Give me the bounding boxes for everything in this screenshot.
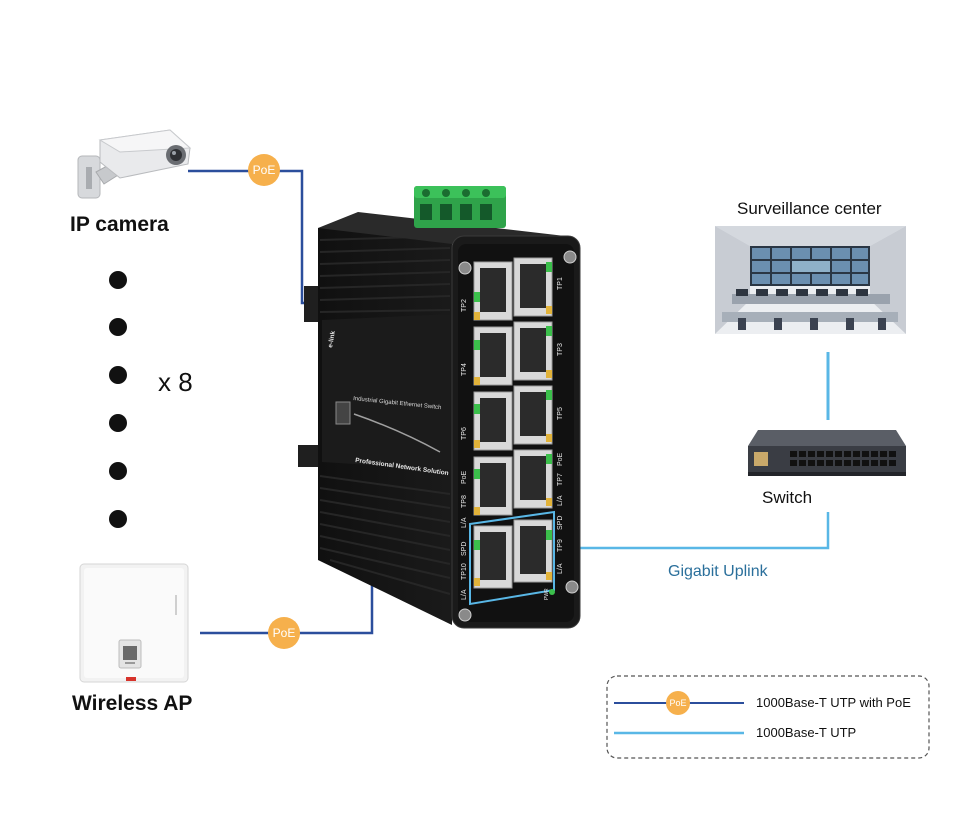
label-la-left-1: L/A [461, 517, 468, 528]
label-tp8: TP8 [461, 495, 468, 508]
din-clip-bottom [298, 445, 320, 467]
port-tp1[interactable] [513, 257, 553, 317]
port-tp2[interactable] [473, 261, 513, 321]
label-tp1: TP1 [557, 277, 564, 290]
surveillance-center-icon [715, 226, 906, 334]
legend-poe-line-label: 1000Base-T UTP with PoE [756, 695, 911, 710]
port-tp5[interactable] [513, 385, 553, 445]
uplink-line [550, 512, 830, 550]
switch-logo-icon [335, 401, 351, 425]
port-tp4[interactable] [473, 326, 513, 386]
label-la-left-2: L/A [461, 589, 468, 600]
rj45-ports [473, 257, 553, 589]
label-tp9: TP9 [557, 539, 564, 552]
din-clip-top [304, 286, 318, 322]
label-tp3: TP3 [557, 343, 564, 356]
wireless-ap-icon [79, 563, 189, 683]
switch-brand: e-link [327, 330, 337, 348]
legend-utp-line-label: 1000Base-T UTP [756, 725, 856, 740]
ap-poe-badge: PoE [268, 617, 300, 649]
wireless-ap-label: Wireless AP [72, 692, 192, 715]
camera-poe-badge-label: PoE [253, 163, 276, 177]
port-tp3[interactable] [513, 321, 553, 381]
legend: PoE 1000Base-T UTP with PoE 1000Base-T U… [606, 675, 930, 759]
switch-brand-text: e-link [327, 330, 337, 348]
label-tp4: TP4 [461, 363, 468, 376]
industrial-switch: e-link Industrial Gigabit Ethernet Switc… [298, 186, 581, 629]
pwr-led-icon [549, 589, 555, 595]
label-spd-right: SPD [557, 516, 564, 530]
legend-poe-badge [666, 691, 690, 715]
surveillance-center-label: Surveillance center [737, 199, 882, 218]
label-poe-right: PoE [557, 452, 564, 466]
port-tp7[interactable] [513, 449, 553, 509]
label-tp6: TP6 [461, 427, 468, 440]
power-terminal-block [414, 186, 506, 228]
gigabit-uplink-label: Gigabit Uplink [668, 563, 769, 580]
label-poe-left: PoE [461, 470, 468, 484]
legend-poe-badge-label: PoE [669, 698, 686, 708]
label-spd-left: SPD [461, 542, 468, 556]
port-labels: TP2 TP4 TP6 PoE TP8 L/A SPD TP10 L/A TP1… [461, 277, 564, 600]
ip-camera-label: IP camera [70, 213, 169, 236]
network-switch-icon [748, 430, 906, 476]
switch-label: Switch [762, 488, 812, 507]
label-pwr: PWR [544, 588, 550, 600]
camera-poe-badge: PoE [248, 154, 280, 186]
ap-poe-badge-label: PoE [273, 626, 296, 640]
label-la-right-1: L/A [557, 495, 564, 506]
ip-camera-icon [77, 129, 192, 199]
label-tp10: TP10 [461, 563, 468, 580]
port-tp9[interactable] [513, 519, 553, 583]
device-count-dots [109, 271, 127, 528]
label-tp7: TP7 [557, 473, 564, 486]
device-multiplier: x 8 [158, 367, 193, 397]
port-tp6[interactable] [473, 391, 513, 451]
label-la-right-2: L/A [557, 563, 564, 574]
label-tp2: TP2 [461, 299, 468, 312]
label-tp5: TP5 [557, 407, 564, 420]
port-tp10[interactable] [473, 525, 513, 589]
screw-icons [458, 250, 579, 622]
port-tp8[interactable] [473, 456, 513, 516]
